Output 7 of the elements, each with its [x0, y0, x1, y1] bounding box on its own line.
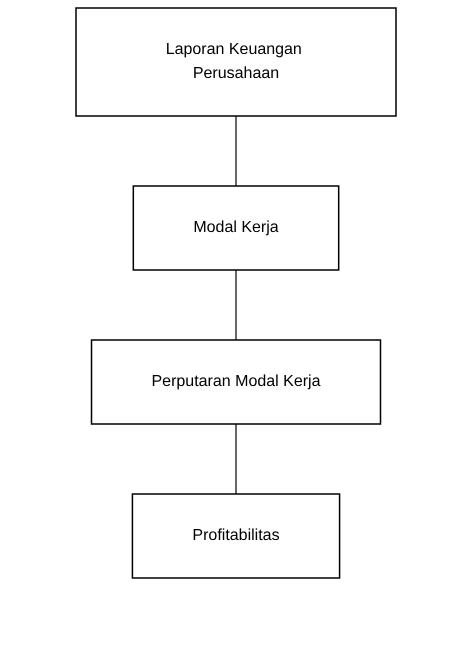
- node-box: Modal Kerja: [132, 185, 340, 271]
- connector: [235, 424, 237, 494]
- node-box: Perputaran Modal Kerja: [90, 339, 382, 425]
- connector: [235, 116, 237, 186]
- node-box: Laporan Keuangan Perusahaan: [75, 7, 397, 117]
- node-box: Profitabilitas: [132, 493, 340, 579]
- connector: [235, 270, 237, 340]
